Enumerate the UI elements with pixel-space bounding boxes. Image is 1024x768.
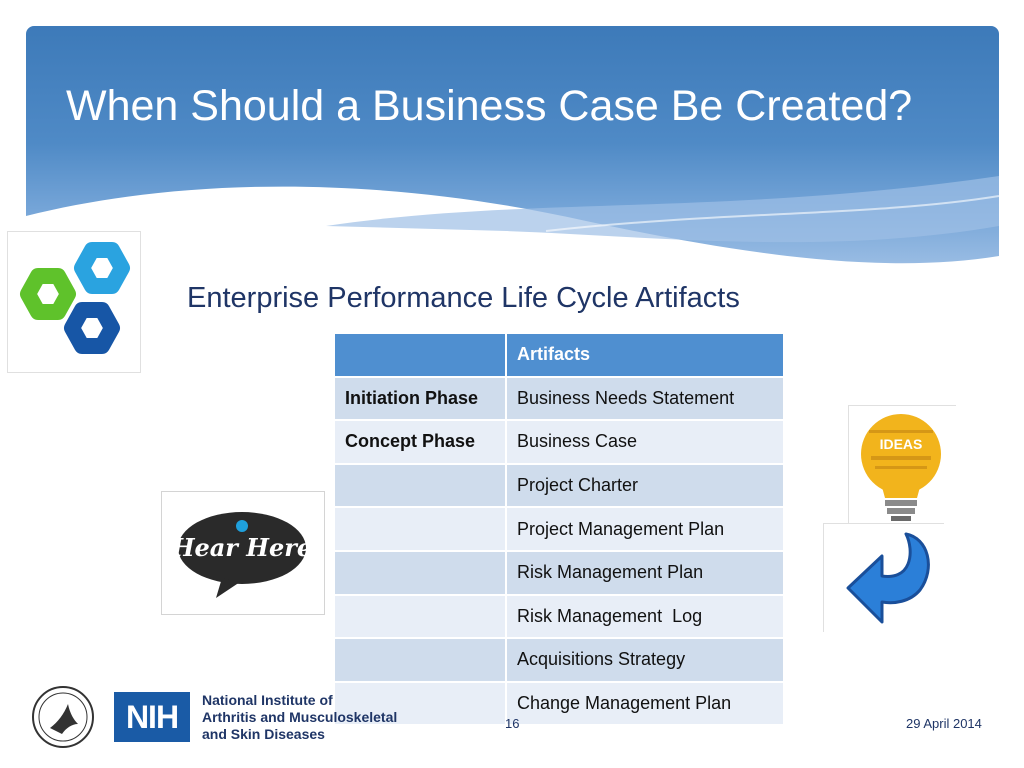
phase-cell: Initiation Phase <box>333 375 507 422</box>
artifact-cell: Risk Management Plan <box>505 549 785 596</box>
artifact-cell: Business Case <box>505 419 785 465</box>
table-header-phase <box>333 332 507 378</box>
hexagon-logo-image <box>7 231 141 373</box>
ideas-lightbulb-image: IDEAS <box>848 405 956 524</box>
page-number: 16 <box>505 716 520 731</box>
slide-date: 29 April 2014 <box>906 716 982 731</box>
phase-cell <box>333 593 507 640</box>
nih-acronym-badge: NIH <box>114 692 190 742</box>
table-row: Project Management Plan <box>333 506 785 552</box>
artifact-cell: Business Needs Statement <box>505 375 785 422</box>
table-row: Acquisitions Strategy <box>333 637 785 683</box>
table-header-artifacts: Artifacts <box>505 332 785 378</box>
nih-name-line: Arthritis and Musculoskeletal <box>202 709 398 725</box>
table-row: Project Charter <box>333 462 785 509</box>
blue-arrow-image <box>823 523 944 632</box>
artifact-cell: Risk Management Log <box>505 593 785 640</box>
table-row: Concept Phase Business Case <box>333 419 785 465</box>
artifact-cell: Change Management Plan <box>505 680 785 727</box>
hhs-seal-icon <box>32 686 94 748</box>
artifact-cell: Project Charter <box>505 462 785 509</box>
table-header-row: Artifacts <box>333 332 785 378</box>
phase-cell <box>333 462 507 509</box>
hear-here-logo-image: Hear Here <box>161 491 325 615</box>
table-row: Risk Management Log <box>333 593 785 640</box>
slide-title: When Should a Business Case Be Created? <box>66 82 913 130</box>
nih-name-line: National Institute of <box>202 692 333 708</box>
phase-cell: Concept Phase <box>333 419 507 465</box>
slide-subtitle: Enterprise Performance Life Cycle Artifa… <box>187 282 740 314</box>
phase-cell <box>333 549 507 596</box>
artifacts-table: Artifacts Initiation Phase Business Need… <box>333 332 785 727</box>
banner-wave <box>26 176 999 286</box>
artifact-cell: Project Management Plan <box>505 506 785 552</box>
artifact-cell: Acquisitions Strategy <box>505 637 785 683</box>
phase-cell <box>333 637 507 683</box>
nih-name-line: and Skin Diseases <box>202 726 325 742</box>
phase-cell <box>333 506 507 552</box>
table-row: Initiation Phase Business Needs Statemen… <box>333 375 785 422</box>
nih-institute-name: National Institute of Arthritis and Musc… <box>202 692 397 743</box>
table-row: Risk Management Plan <box>333 549 785 596</box>
title-banner <box>26 26 999 286</box>
hear-here-logo-text: Hear Here <box>171 533 312 562</box>
ideas-bulb-text: IDEAS <box>880 436 923 452</box>
nih-footer-logos: NIH National Institute of Arthritis and … <box>30 684 397 750</box>
table-row: Change Management Plan <box>333 680 785 727</box>
phase-cell <box>333 680 507 727</box>
